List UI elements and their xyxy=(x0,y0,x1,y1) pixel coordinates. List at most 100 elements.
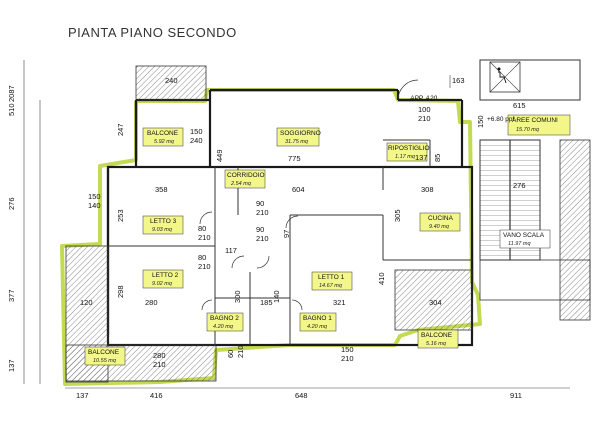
dim-276: 276 xyxy=(7,197,16,210)
room-bagno2: BAGNO 2 4.20 mq xyxy=(206,312,244,332)
room-area: 9.03 mq xyxy=(152,227,173,233)
room-letto1: LETTO 1 14.67 mq xyxy=(311,271,353,291)
room-name: BALCONE xyxy=(147,130,179,137)
dim-base-137: 137 xyxy=(76,391,89,400)
plan-title: PIANTA PIANO SECONDO xyxy=(68,25,237,40)
dim-276-stair: 276 xyxy=(513,181,526,190)
room-soggiorno: SOGGIORNO 31.75 mq xyxy=(276,127,321,147)
dim-604: 604 xyxy=(292,185,305,194)
room-name: BALCONE xyxy=(421,332,453,339)
dim-d-90b: 90 xyxy=(256,225,264,234)
dim-298: 298 xyxy=(116,285,125,298)
dim-d-80b: 80 xyxy=(198,253,206,262)
room-area: 4.20 mq xyxy=(307,324,328,330)
room-area: 5.16 mq xyxy=(426,341,447,347)
dim-97: 97 xyxy=(282,230,291,238)
dim-163: 163 xyxy=(452,76,465,85)
room-bagno1: BAGNO 1 4.20 mq xyxy=(299,312,337,332)
dim-280: 280 xyxy=(145,298,158,307)
room-name: RIPOSTIGLIO xyxy=(388,145,430,152)
dim-bot-150: 150 xyxy=(341,345,354,354)
dim-d-210b: 210 xyxy=(198,262,211,271)
room-area: 5.92 mq xyxy=(154,139,175,145)
room-area: 1.17 mq xyxy=(395,154,416,160)
dim-cor-210: 210 xyxy=(256,208,269,217)
room-vano-scala: VANO SCALA 11.97 mq xyxy=(499,229,551,249)
dim-137-left: 137 xyxy=(7,359,16,372)
dim-d-210c: 210 xyxy=(256,234,269,243)
room-area: 11.97 mq xyxy=(508,241,531,247)
room-corridoio: CORRIDOIO 2.54 mq xyxy=(224,169,266,189)
room-name: AREE COMUNI xyxy=(512,117,558,124)
room-name: VANO SCALA xyxy=(503,232,545,239)
dim-bot-210c: 210 xyxy=(341,354,354,363)
balcone-top-hatch xyxy=(135,65,207,101)
dim-247: 247 xyxy=(116,123,125,136)
level-label: +6.80 ppf xyxy=(487,116,514,123)
dimension-lines xyxy=(23,60,570,389)
dim-120: 120 xyxy=(80,298,93,307)
room-area: 2.54 mq xyxy=(230,181,252,187)
dim-base-416: 416 xyxy=(150,391,163,400)
dim-300: 300 xyxy=(233,290,242,303)
room-ripostiglio: RIPOSTIGLIO 1.17 mq xyxy=(386,142,430,162)
dim-510: 510 xyxy=(7,103,16,116)
dim-410: 410 xyxy=(377,272,386,285)
dim-bot-60: 60 xyxy=(226,350,235,358)
dim-775: 775 xyxy=(288,154,301,163)
dim-449: 449 xyxy=(215,149,224,162)
dim-c-150: 150 xyxy=(88,192,101,201)
room-area: 9.40 mq xyxy=(429,224,450,230)
dim-304: 304 xyxy=(429,298,442,307)
dim-117: 117 xyxy=(225,246,237,255)
room-name: BAGNO 2 xyxy=(210,315,239,322)
dim-140: 140 xyxy=(272,290,281,303)
dim-308: 308 xyxy=(421,185,434,194)
room-area: 31.75 mq xyxy=(285,139,309,145)
dim-321: 321 xyxy=(333,298,346,307)
balcone-br-hatch xyxy=(394,269,473,331)
room-balcone-top: BALCONE 5.92 mq xyxy=(142,127,184,147)
dim-377: 377 xyxy=(7,289,16,302)
dim-d-210a: 210 xyxy=(198,233,211,242)
dim-c-140: 140 xyxy=(88,201,101,210)
room-balcone-bl: BALCONE 10.55 mq xyxy=(84,346,126,366)
room-name: CUCINA xyxy=(428,215,454,222)
dim-150-right: 150 xyxy=(476,115,485,128)
room-letto2: LETTO 2 9.02 mq xyxy=(142,269,184,289)
dim-bot-280: 280 xyxy=(153,351,166,360)
dim-2087: 2087 xyxy=(7,85,16,102)
room-aree-comuni: AREE COMUNI 15.70 mq xyxy=(507,114,571,136)
dim-bot-210: 210 xyxy=(153,360,166,369)
dim-240-top: 240 xyxy=(165,76,178,85)
room-balcone-br: BALCONE 5.16 mq xyxy=(417,329,459,349)
app-label: APP. A20 xyxy=(409,95,437,102)
interior-walls xyxy=(108,139,472,345)
dim-cor-90: 90 xyxy=(256,199,264,208)
dim-bal-150: 150 xyxy=(190,127,203,136)
dim-85: 85 xyxy=(433,154,442,162)
room-name: CORRIDOIO xyxy=(227,172,265,179)
dim-base-648: 648 xyxy=(295,391,308,400)
room-area: 9.02 mq xyxy=(152,281,173,287)
room-area: 14.67 mq xyxy=(319,283,343,289)
room-name: LETTO 2 xyxy=(152,272,179,279)
dim-358: 358 xyxy=(155,185,168,194)
dim-bal-240: 240 xyxy=(190,136,203,145)
dim-bot-210b: 210 xyxy=(236,345,245,358)
dim-615: 615 xyxy=(513,101,526,110)
dim-210-top: 210 xyxy=(418,114,431,123)
dim-185: 185 xyxy=(260,298,273,307)
dim-137-rip: 137 xyxy=(415,153,428,162)
room-name: LETTO 3 xyxy=(150,218,177,225)
room-area: 4.20 mq xyxy=(213,324,234,330)
room-area: 15.70 mq xyxy=(516,127,540,133)
door-arcs xyxy=(199,79,419,311)
room-cucina: CUCINA 9.40 mq xyxy=(419,212,461,232)
room-name: LETTO 1 xyxy=(318,274,345,281)
room-name: BAGNO 1 xyxy=(303,315,332,322)
stairwell xyxy=(479,59,591,321)
room-name: SOGGIORNO xyxy=(280,130,321,137)
dim-305: 305 xyxy=(393,209,402,222)
